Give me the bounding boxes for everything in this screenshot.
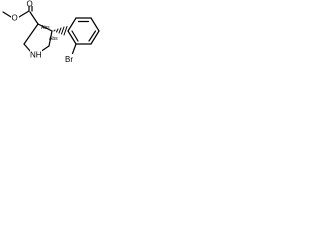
stereo-label-c4: Abs bbox=[49, 36, 58, 42]
ring-bond-c2-c3 bbox=[23, 23, 39, 45]
hashed-wedge-bond bbox=[53, 26, 68, 36]
benzene-bond-4 bbox=[90, 30, 100, 45]
bromine-bond bbox=[71, 43, 77, 56]
ring-bond-n-c2 bbox=[23, 43, 32, 53]
molecule-structure-diagram: O O NH Br Abs Abs bbox=[2, 0, 100, 64]
bromine-label: Br bbox=[65, 55, 73, 64]
benzene-bond-1 bbox=[67, 17, 77, 32]
ring-nitrogen-label: NH bbox=[30, 51, 42, 60]
ring-bond-c3-c4 bbox=[37, 23, 53, 32]
ester-oxygen-carbonyl-bond bbox=[18, 10, 30, 18]
benzene-bond-6 bbox=[67, 30, 77, 45]
ester-oxygen-label: O bbox=[12, 14, 18, 23]
methyl-ester-bond bbox=[2, 11, 12, 18]
stereo-label-c3: Abs bbox=[41, 25, 50, 31]
benzene-inner-bond-2 bbox=[88, 30, 97, 42]
carbonyl-oxygen-label: O bbox=[27, 0, 33, 9]
ring-bond-c4-c5 bbox=[48, 30, 53, 47]
carbonyl-ring-bond bbox=[29, 11, 39, 25]
benzene-inner-bond-3 bbox=[71, 30, 79, 42]
benzene-bond-3 bbox=[90, 17, 100, 32]
